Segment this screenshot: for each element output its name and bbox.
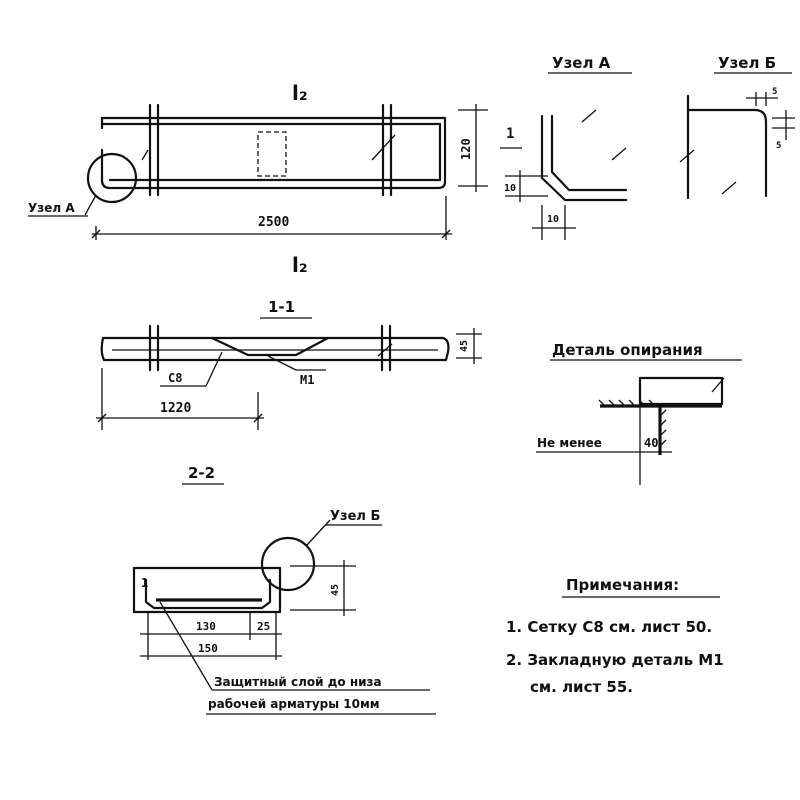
section-1-1-label-c8: С8: [168, 371, 182, 385]
notes-item-2-line1: 2. Закладную деталь М1: [506, 651, 724, 669]
support-detail-min-label: Не менее: [537, 436, 602, 450]
section-2-2-dim-edge: 25: [257, 620, 270, 633]
section-1-1-title: 1-1: [268, 298, 295, 316]
node-b-title: Узел Б: [718, 54, 776, 72]
support-detail-dim: 40: [644, 436, 658, 450]
node-b-dim-top: 5: [772, 87, 777, 97]
section-2-2-cover-line2: рабочей арматуры 10мм: [208, 697, 380, 711]
section-1-1-label-m1: М1: [300, 373, 314, 387]
node-b-circle: [260, 536, 316, 592]
main-plan-view: l₂ Узел А 120 2500 l₂: [28, 81, 488, 277]
notes-title: Примечания:: [566, 576, 679, 594]
main-dim-height: 120: [459, 138, 473, 160]
section-2-2-dim-inner: 130: [196, 620, 216, 633]
node-b-dim-side: 5: [776, 141, 781, 151]
support-detail: Деталь опирания Не менее 40: [536, 341, 742, 485]
node-a-title: Узел А: [552, 54, 611, 72]
section-1-1: 1-1 45 С8 М1 1220: [96, 298, 482, 430]
node-b-detail: Узел Б 5 5: [679, 54, 795, 200]
section-2-2-dim-total: 150: [198, 642, 218, 655]
main-dim-length: 2500: [258, 215, 289, 230]
notes-item-2-line2: см. лист 55.: [530, 678, 633, 696]
section-1-1-dim-length: 1220: [160, 401, 191, 416]
support-detail-title: Деталь опирания: [552, 341, 703, 359]
node-a-detail: Узел А 1 10 10: [500, 54, 632, 240]
notes-item-1: 1. Сетку С8 см. лист 50.: [506, 618, 712, 636]
section-2-2: 2-2 1 Узел Б 45 130 25 150 Защитный слой…: [132, 464, 436, 715]
section-2-2-cover-line1: Защитный слой до низа: [214, 675, 382, 689]
node-a-circle: [86, 152, 138, 204]
main-label-bottom: l₂: [292, 253, 308, 277]
node-a-dim-horiz: 10: [547, 214, 559, 225]
node-a-label-1: 1: [506, 126, 514, 142]
main-label-top: l₂: [292, 81, 308, 105]
notes-block: Примечания: 1. Сетку С8 см. лист 50. 2. …: [506, 576, 724, 696]
section-1-1-dim-height: 45: [459, 340, 470, 352]
node-a-dim-vert: 10: [504, 183, 516, 194]
section-2-2-node-b-callout: Узел Б: [330, 509, 380, 524]
section-2-2-title: 2-2: [188, 464, 215, 482]
section-2-2-label-1: 1: [141, 576, 148, 590]
main-node-a-callout: Узел А: [28, 201, 75, 215]
section-2-2-dim-height: 45: [330, 584, 341, 596]
